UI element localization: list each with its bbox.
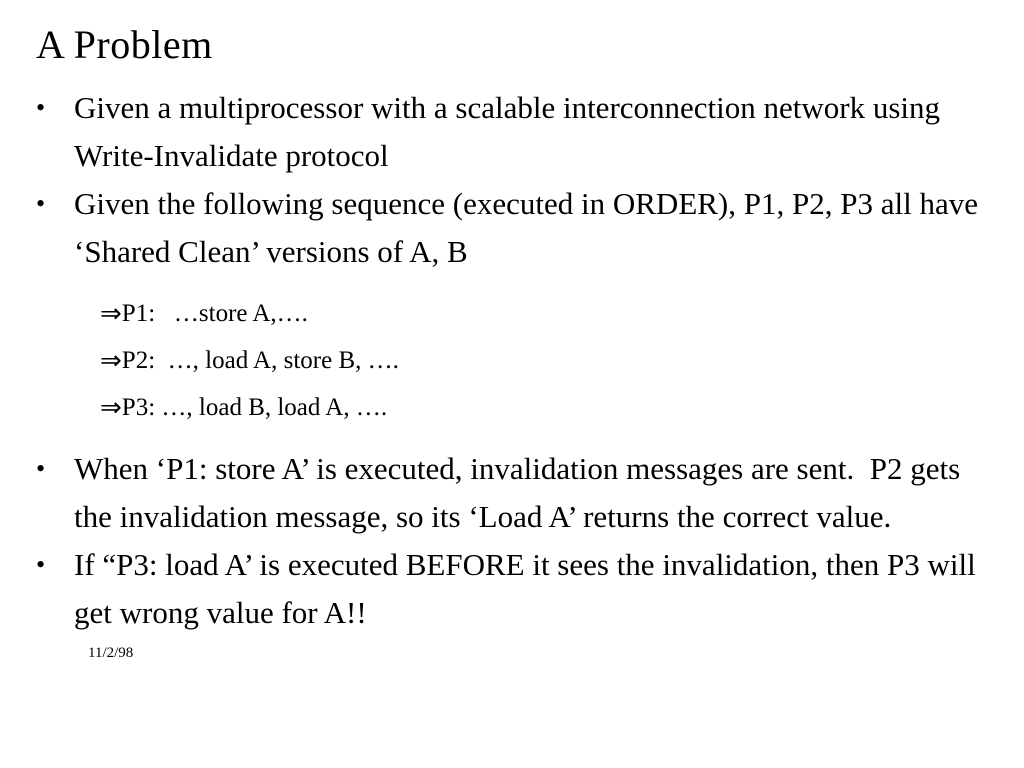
bullet-text: Given the following sequence (executed i… bbox=[74, 186, 986, 269]
bullet-item: • Given a multiprocessor with a scalable… bbox=[36, 84, 996, 180]
bullet-marker: • bbox=[36, 550, 46, 579]
sequence-item: ⇒ P3: …, load B, load A, …. bbox=[100, 384, 996, 431]
sequence-item: ⇒ P1: …store A,…. bbox=[100, 290, 996, 337]
bullet-marker: • bbox=[36, 189, 46, 218]
bullet-item: • Given the following sequence (executed… bbox=[36, 180, 996, 276]
bullet-text: When ‘P1: store A’ is executed, invalida… bbox=[74, 451, 968, 534]
sequence-item: ⇒ P2: …, load A, store B, …. bbox=[100, 337, 996, 384]
bullet-item: • When ‘P1: store A’ is executed, invali… bbox=[36, 445, 996, 541]
arrow-marker: ⇒ bbox=[100, 346, 122, 375]
bullet-text: Given a multiprocessor with a scalable i… bbox=[74, 90, 948, 173]
bullet-marker: • bbox=[36, 454, 46, 483]
bullet-item: • If “P3: load A’ is executed BEFORE it … bbox=[36, 541, 996, 637]
sequence-text: P2: …, load A, store B, …. bbox=[121, 347, 399, 374]
bullet-marker: • bbox=[36, 93, 46, 122]
sequence-list: ⇒ P1: …store A,…. ⇒ P2: …, load A, store… bbox=[100, 290, 996, 431]
arrow-marker: ⇒ bbox=[100, 393, 122, 422]
sequence-text: P1: …store A,…. bbox=[121, 300, 308, 327]
bullet-text: If “P3: load A’ is executed BEFORE it se… bbox=[74, 547, 984, 630]
slide-footer: 11/2/98 bbox=[88, 645, 134, 661]
slide-title: A Problem bbox=[36, 22, 213, 67]
arrow-marker: ⇒ bbox=[100, 299, 122, 328]
sequence-text: P3: …, load B, load A, …. bbox=[121, 394, 388, 421]
